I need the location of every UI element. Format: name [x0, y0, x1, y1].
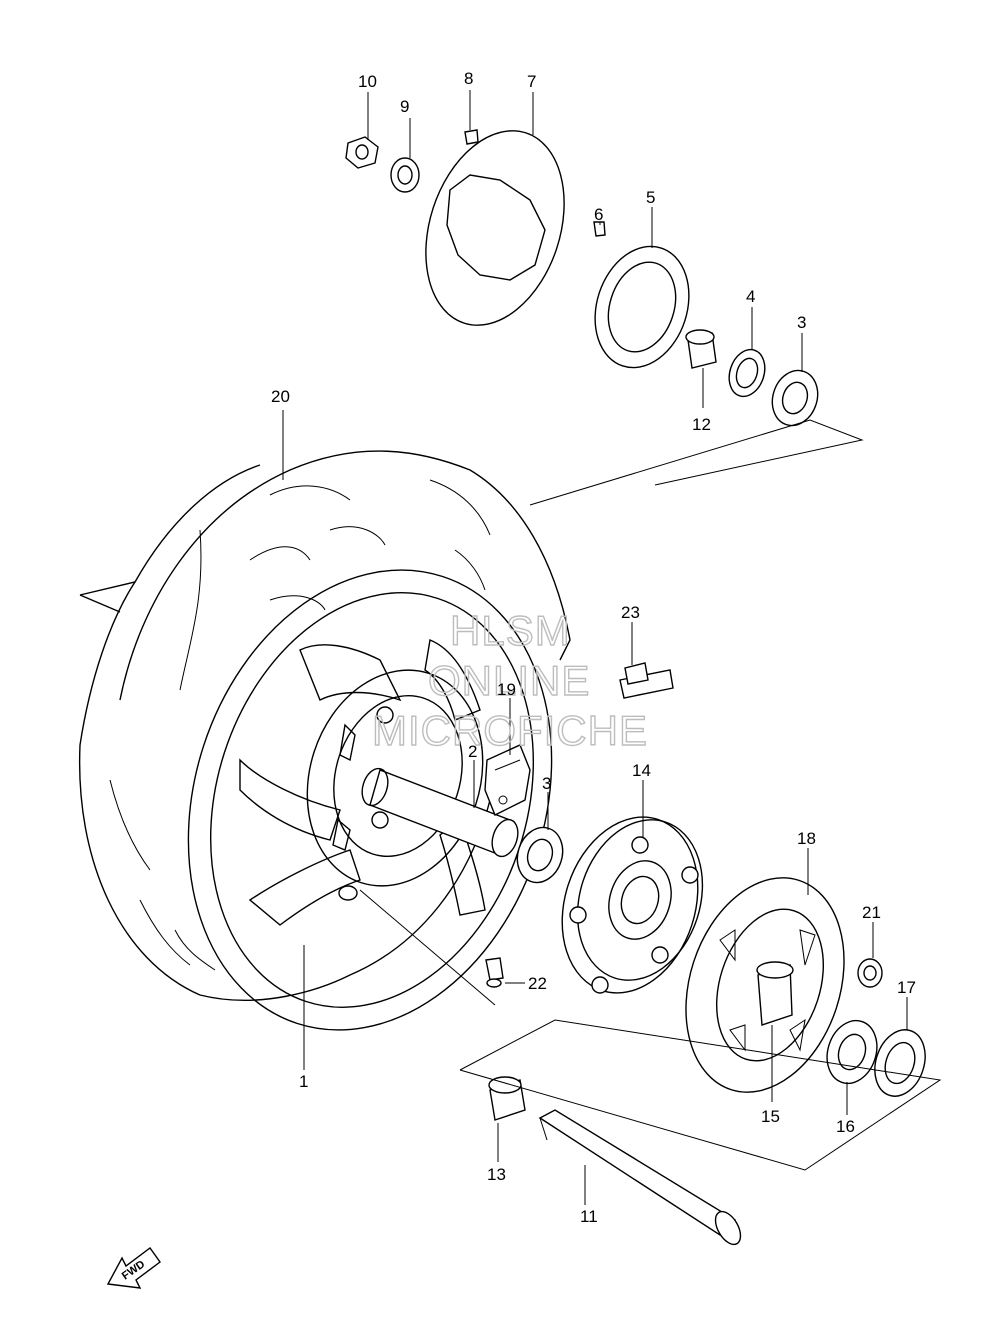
- oil-seal: [728, 348, 766, 398]
- axle: [538, 1109, 742, 1246]
- collar: [685, 329, 717, 369]
- brake-disc: [425, 130, 565, 326]
- callout-5: 5: [646, 188, 655, 207]
- callout-3-upper: 3: [797, 313, 806, 332]
- callout-15: 15: [761, 1107, 780, 1126]
- callout-11: 10: [358, 72, 377, 91]
- assembly-lines: [359, 419, 942, 1171]
- callout-22: 22: [528, 974, 547, 993]
- weight: [619, 662, 674, 699]
- nut: [345, 136, 379, 169]
- callout-16: 16: [836, 1117, 855, 1136]
- nut: [857, 958, 883, 988]
- callout-14: 14: [632, 761, 651, 780]
- callout-19: 18: [797, 829, 816, 848]
- callout-10: 9: [400, 97, 409, 116]
- callout-13: 13: [487, 1165, 506, 1184]
- bearing: [826, 1019, 878, 1085]
- callout-18: 19: [497, 680, 516, 699]
- valve: [485, 957, 504, 988]
- callout-1: 1: [299, 1072, 308, 1091]
- bearing: [771, 369, 819, 427]
- watermark: HLSM ONLINE MICROFICHE: [371, 606, 648, 754]
- callout-21: 20: [271, 387, 290, 406]
- bolt: [593, 221, 606, 237]
- washer: [390, 157, 420, 193]
- collar: [756, 961, 794, 1026]
- bearing: [516, 826, 564, 884]
- callout-6: 6: [594, 205, 603, 224]
- sprocket-drum: [561, 816, 704, 994]
- tire: [78, 450, 571, 1001]
- callout-7: 7: [527, 72, 536, 91]
- callout-20: 21: [862, 903, 881, 922]
- sensor-ring: [594, 245, 690, 369]
- callout-9: 11: [580, 1207, 598, 1226]
- callout-23: 23: [621, 603, 640, 622]
- watermark-line-3: MICROFICHE: [372, 707, 648, 754]
- callout-3-lower: 3: [542, 774, 551, 793]
- callout-2: 2: [468, 742, 477, 761]
- part-labels: 10 9 8 7 6 5 4 3 12 20 23 19 2 3 14 18 2…: [271, 69, 916, 1226]
- watermark-line-2: ONLINE: [428, 657, 590, 704]
- callout-4: 4: [746, 287, 755, 306]
- callout-17: 17: [897, 978, 916, 997]
- spacer: [361, 767, 519, 858]
- oil-seal: [874, 1029, 926, 1097]
- callout-8: 8: [464, 69, 473, 88]
- leader-lines: [282, 90, 908, 1205]
- fwd-arrow: FWD: [106, 1247, 161, 1289]
- callout-12: 12: [692, 415, 711, 434]
- wheel: [187, 569, 553, 1031]
- damper: [484, 744, 531, 816]
- bolt: [464, 129, 479, 145]
- watermark-line-1: HLSM: [450, 607, 571, 654]
